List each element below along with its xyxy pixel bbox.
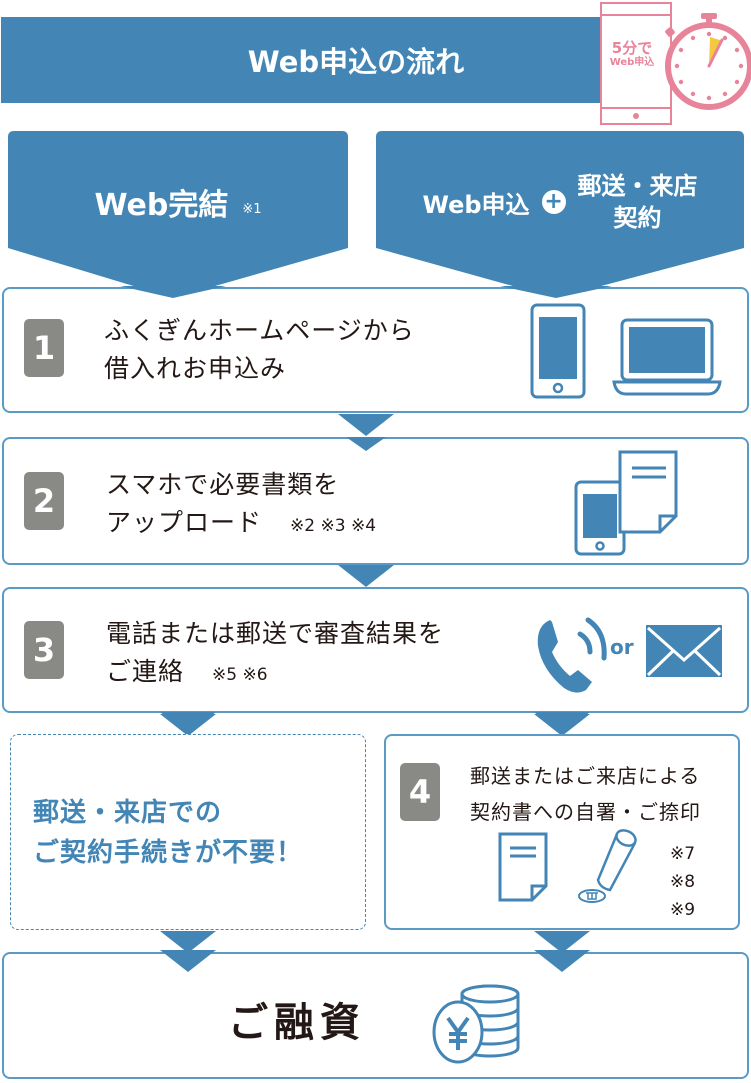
chevron-tips [120,286,612,298]
step-3-card [2,587,749,713]
chevron-web-complete [8,131,348,298]
plus-icon: + [541,190,566,214]
route-mail-store-label: 郵送・来店 契約 [578,170,698,235]
step-4-text: 郵送またはご来店による 契約書への自署・ご捺印 [470,758,701,830]
page-title: Web申込の流れ [247,45,465,79]
route-web-complete-label: Web完結 [94,188,229,223]
loan-disbursement-card [2,952,749,1079]
header-bar: Web申込の流れ [1,17,601,103]
step-4-line1: 郵送またはご来店による [470,764,701,788]
or-label: or [610,635,634,659]
step-4-card [384,734,740,930]
step-2-line2: アップロード [106,508,263,537]
step-2-line1: スマホで必要書類を [106,470,340,499]
step-3-number: 3 [24,621,64,679]
route-web-complete: Web完結 ※1 [8,131,348,281]
route-web-label: Web申込 [422,190,530,219]
promo-line1: 郵送・来店での [33,798,223,828]
route-mail-store-line2: 契約 [613,204,662,232]
step-4-note-7: ※7 [670,844,696,864]
arrow-tip [534,950,590,972]
step-2-notes: ※2 ※3 ※4 [290,516,377,536]
chevron-web-plus-mail [376,131,744,298]
step-1-card [2,287,749,413]
step-1-line2: 借入れお申込み [104,354,287,383]
step-3-line1: 電話または郵送で審査結果を [106,619,445,648]
step-4-line2: 契約書への自署・ご捺印 [470,800,701,824]
badge-text: 5分で Web申込 [604,40,660,68]
smartphone-icon [530,303,586,399]
step-1-text: ふくぎんホームページから 借入れお申込み [104,312,415,388]
step-1-line1: ふくぎんホームページから [104,316,415,345]
arrow-tip [346,437,386,451]
phone-icon [537,617,607,693]
step-3-notes: ※5 ※6 [212,665,268,685]
arrow-down-icon [160,931,216,953]
step-4-notes: ※7 ※8 ※9 [670,840,695,924]
no-paperwork-card [10,734,366,930]
arrow-tip [160,712,216,734]
arrow-tip [534,712,590,734]
step-4-note-9: ※9 [670,900,696,920]
arrow-down-icon [338,414,394,436]
arrow-down-icon [534,931,590,953]
step-2-number: 2 [24,472,64,530]
step-1-number: 1 [24,319,64,377]
loan-disbursement-label: ご融資 [228,1000,366,1046]
arrow-tip [160,950,216,972]
stamp-icon [578,829,637,903]
mail-icon [646,625,722,677]
step-3-text: 電話または郵送で審査結果を ご連絡 ※5 ※6 [106,615,444,694]
route-web-plus-mail: Web申込 + 郵送・来店 契約 [376,131,744,281]
arrow-down-icon [338,565,394,587]
route-mail-store-line1: 郵送・来店 [577,171,698,200]
stopwatch-badge-icon [600,2,751,125]
step-4-number: 4 [400,763,440,821]
step-4-note-8: ※8 [670,872,696,892]
badge-line1: 5分で [611,39,653,57]
yen-coins-icon [432,984,520,1064]
step-3-line2: ご連絡 [106,657,185,686]
step-2-text: スマホで必要書類を アップロード ※2 ※3 ※4 [106,466,376,545]
route-chevrons [8,131,744,298]
no-paperwork-message: 郵送・来店での ご契約手続きが不要！ [33,793,303,873]
promo-line2: ご契約手続きが不要！ [33,838,304,868]
smartphone-document-icon [574,450,678,556]
laptop-icon [612,318,722,396]
badge-line2: Web申込 [609,56,655,68]
document-icon [498,832,548,902]
route-note: ※1 [242,201,262,217]
